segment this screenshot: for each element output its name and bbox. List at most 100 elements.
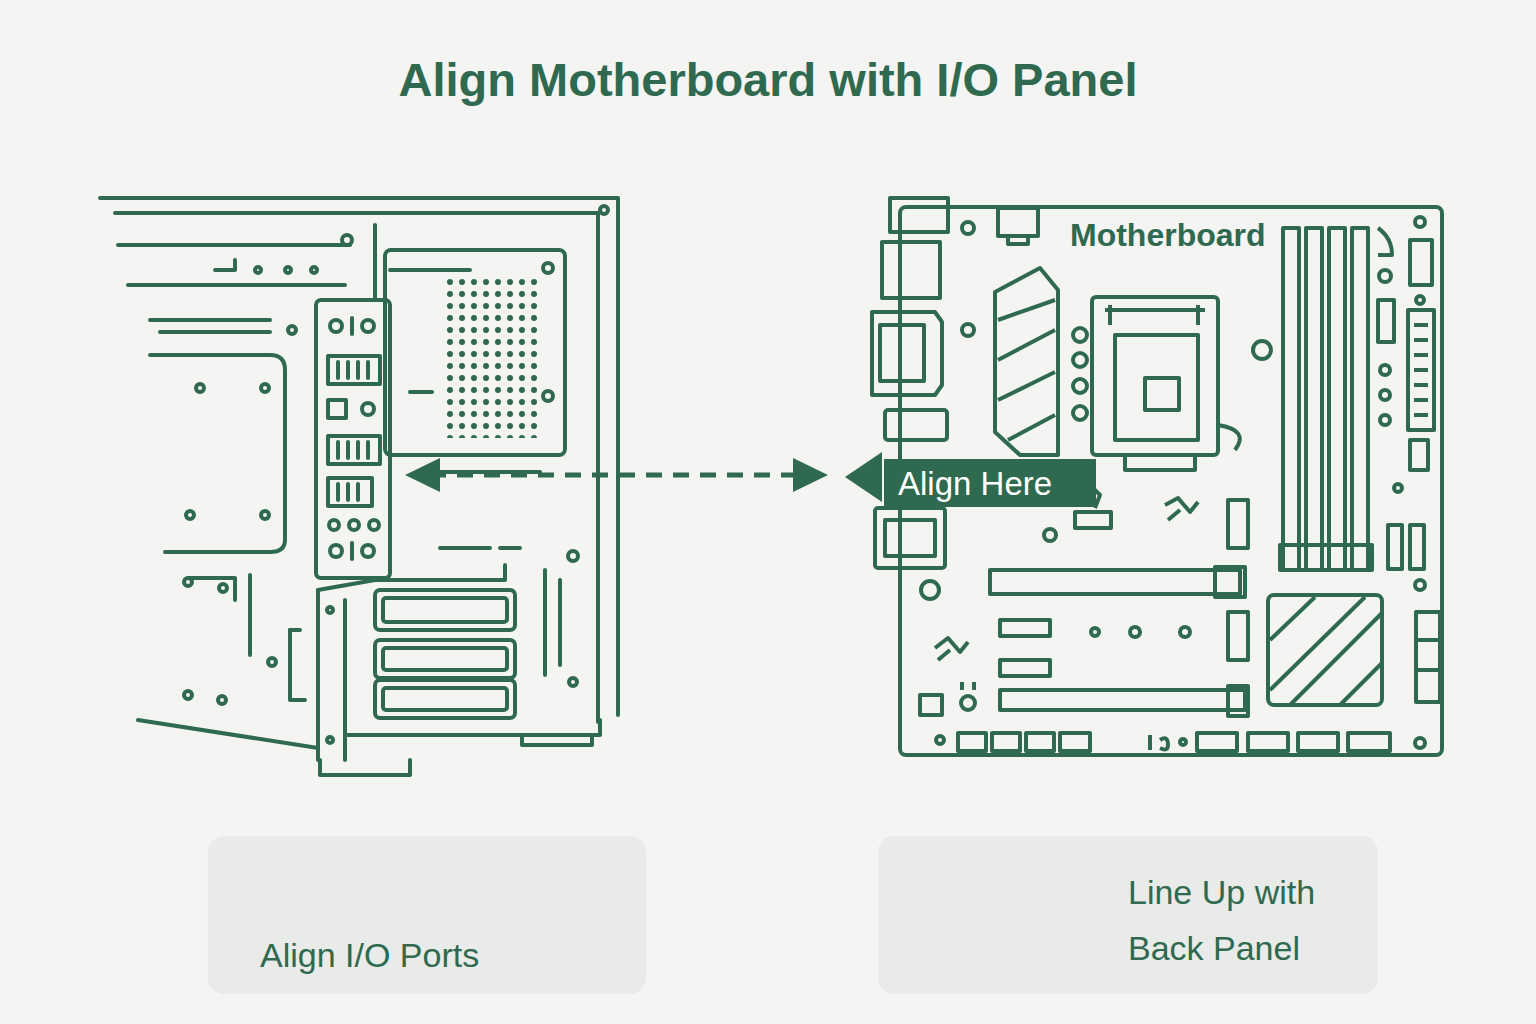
node-text: Align I/O Ports: [260, 936, 620, 975]
motherboard-parts: [1180, 627, 1190, 637]
motherboard-parts: [1180, 739, 1186, 745]
pc-case: [150, 318, 270, 322]
pc-case: [290, 628, 300, 632]
pc-case: [383, 598, 507, 622]
motherboard-parts: [1379, 270, 1391, 282]
motherboard-parts: [1410, 440, 1428, 470]
pc-case: [327, 607, 333, 613]
motherboard-parts: [1416, 296, 1424, 304]
motherboard-parts: [1125, 455, 1195, 470]
pc-case: [318, 565, 505, 590]
motherboard-parts: [1228, 686, 1248, 716]
motherboard-parts: [1388, 525, 1402, 569]
pc-case: [342, 235, 352, 245]
motherboard-parts: [1380, 365, 1390, 375]
motherboard-board: MotherboardAlign Here: [898, 205, 1444, 757]
alignment-arrow: [793, 458, 828, 492]
pc-case: [328, 356, 380, 384]
pc-case: [328, 478, 372, 506]
motherboard-parts: [1075, 512, 1111, 528]
motherboard-parts: [872, 312, 942, 395]
pc-case: [545, 570, 560, 675]
motherboard-parts: [1348, 733, 1390, 751]
motherboard-parts: [1253, 341, 1271, 359]
motherboard-parts: [1000, 620, 1050, 636]
motherboard-parts: [1270, 597, 1382, 705]
motherboard-parts: [1073, 406, 1087, 420]
pc-case: [522, 735, 592, 745]
pc-case: [375, 590, 515, 630]
motherboard-parts: [1283, 228, 1299, 570]
alignment-arrow: [430, 473, 800, 478]
node-text: Motherboard: [1070, 217, 1290, 254]
pc-case: [383, 648, 507, 670]
pc-case: [362, 545, 374, 557]
motherboard-parts: [1378, 300, 1394, 342]
pc-case: [184, 691, 192, 699]
motherboard-parts: [1380, 415, 1390, 425]
pc-case: [338, 484, 358, 500]
motherboard-parts: [1416, 612, 1440, 702]
pc-case: [600, 206, 608, 214]
pc-case: [328, 400, 346, 418]
pc-case: [410, 390, 432, 394]
pc-case: [100, 198, 618, 715]
pc-case: [350, 543, 354, 559]
pc-case: [327, 737, 333, 743]
motherboard-parts: [920, 695, 942, 715]
motherboard-parts: [1329, 228, 1345, 570]
pc-case: [569, 678, 577, 686]
pc-case: [218, 696, 226, 704]
motherboard-parts: [1073, 328, 1087, 342]
pc-case: [543, 391, 553, 401]
motherboard-parts: [1228, 612, 1248, 660]
pc-case: [383, 688, 507, 710]
motherboard-parts: [1228, 500, 1248, 548]
pc-case: [188, 578, 235, 600]
step-card: Align I/O Ports: [208, 836, 646, 994]
pc-case: [330, 545, 342, 557]
motherboard-parts: [962, 682, 974, 690]
motherboard-parts: [1280, 545, 1372, 570]
pc-case: [375, 640, 515, 678]
pc-case: [219, 584, 227, 592]
pc-case: [118, 243, 350, 247]
pc-case: [288, 326, 296, 334]
pc-case: [261, 511, 269, 519]
motherboard-parts: [1268, 595, 1382, 705]
motherboard-parts: [1197, 733, 1237, 751]
pc-case: [318, 590, 345, 760]
motherboard-parts: [1415, 580, 1425, 590]
pc-case: [440, 546, 520, 550]
pc-case: [543, 263, 553, 273]
motherboard-parts: [936, 736, 944, 744]
pc-case: [160, 330, 270, 334]
node-text: Align Here: [898, 465, 1098, 503]
motherboard-parts: [875, 508, 945, 568]
pc-case: [316, 300, 390, 578]
motherboard-parts: [995, 268, 1058, 455]
node-text: Line Up with Back Panel: [1128, 864, 1360, 976]
motherboard-parts: [935, 638, 968, 660]
pc-case: [255, 267, 261, 273]
motherboard-parts: [1408, 310, 1434, 430]
motherboard-parts: [1414, 325, 1428, 415]
pc-case: [568, 551, 578, 561]
pc-case: [338, 362, 368, 378]
pc-case: [285, 267, 291, 273]
motherboard-parts: [1008, 236, 1028, 244]
motherboard-parts: [1145, 378, 1179, 410]
pc-case: [329, 520, 339, 530]
motherboard-parts: [872, 198, 1440, 751]
motherboard-parts: [1352, 228, 1368, 570]
pc-case: [150, 355, 285, 552]
motherboard-parts: [1092, 297, 1218, 455]
motherboard-parts: [1000, 690, 1245, 710]
pc-case: [362, 320, 374, 332]
step-card: Line Up with Back Panel: [878, 836, 1378, 994]
motherboard-parts: [1215, 567, 1245, 597]
motherboard-parts: [1150, 735, 1168, 750]
motherboard-parts: [990, 570, 1240, 594]
motherboard-parts: [1060, 733, 1090, 751]
motherboard-parts: [885, 520, 935, 556]
